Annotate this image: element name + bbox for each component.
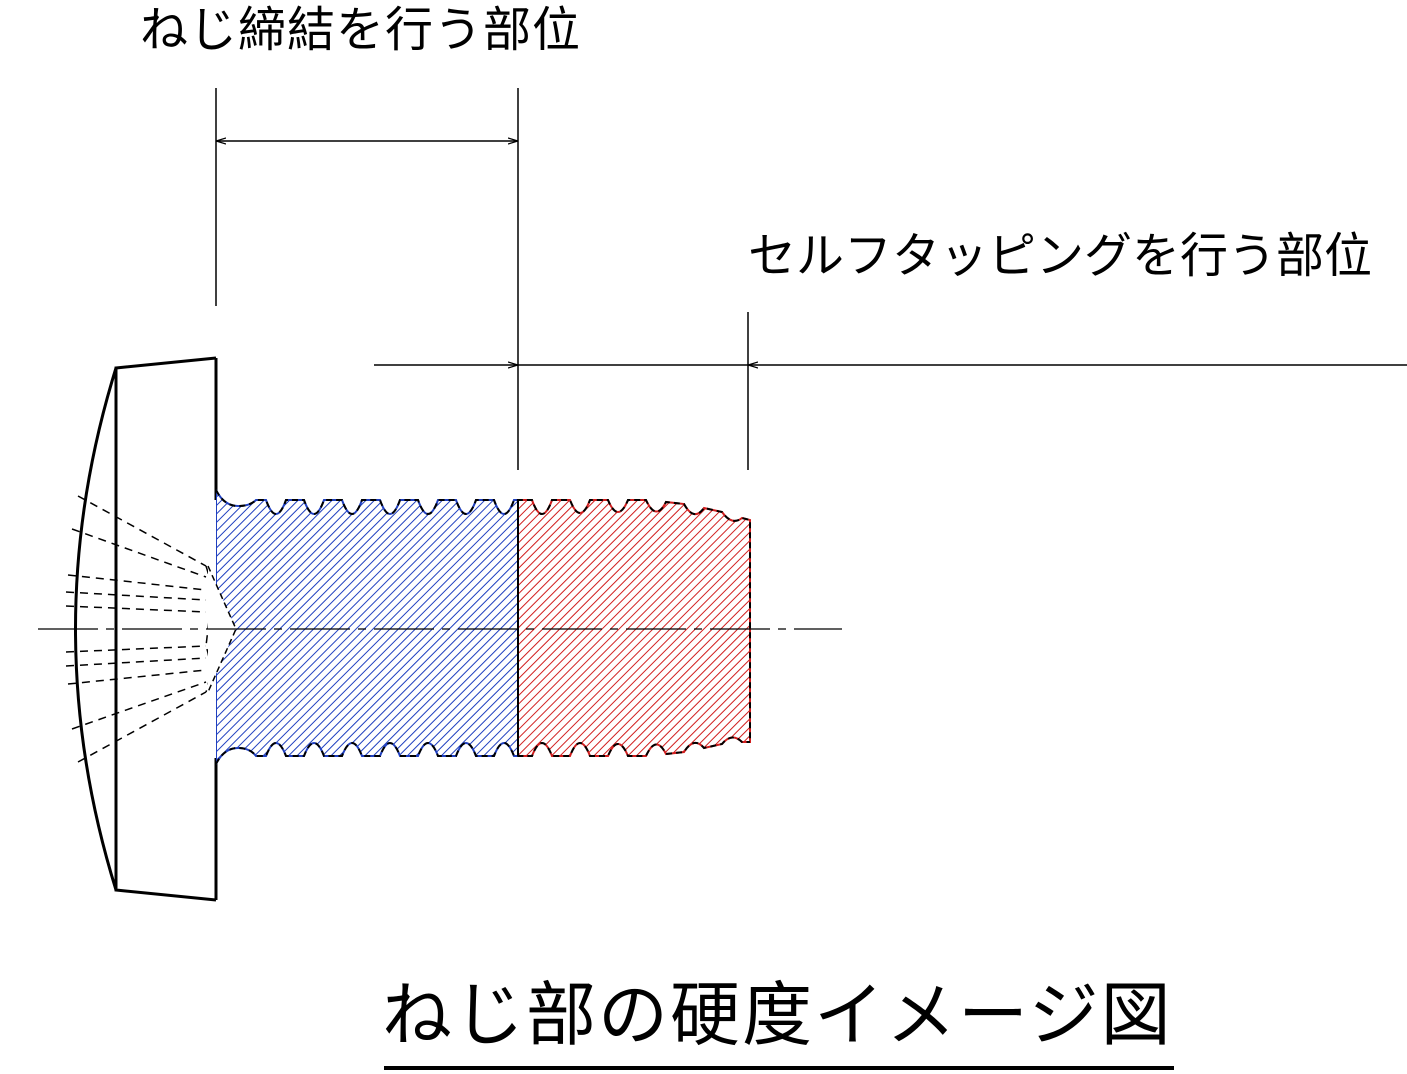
figure-caption: ねじ部の硬度イメージ図: [382, 974, 1173, 1056]
screw-head-outline: [114, 356, 217, 902]
fastening-region-fill: [216, 489, 518, 765]
fastening-region: [216, 489, 518, 765]
caption-underline: [384, 1066, 1174, 1070]
self-tapping-region-fill: [518, 499, 751, 757]
extension-lines: [215, 88, 749, 470]
self-tapping-region: [518, 499, 751, 757]
self-tapping-region-label: セルフタッピングを行う部位: [748, 228, 1373, 284]
fastening-region-label: ねじ締結を行う部位: [140, 2, 582, 58]
thread-outline: [215, 489, 751, 765]
dimension-lines: [216, 141, 1407, 365]
